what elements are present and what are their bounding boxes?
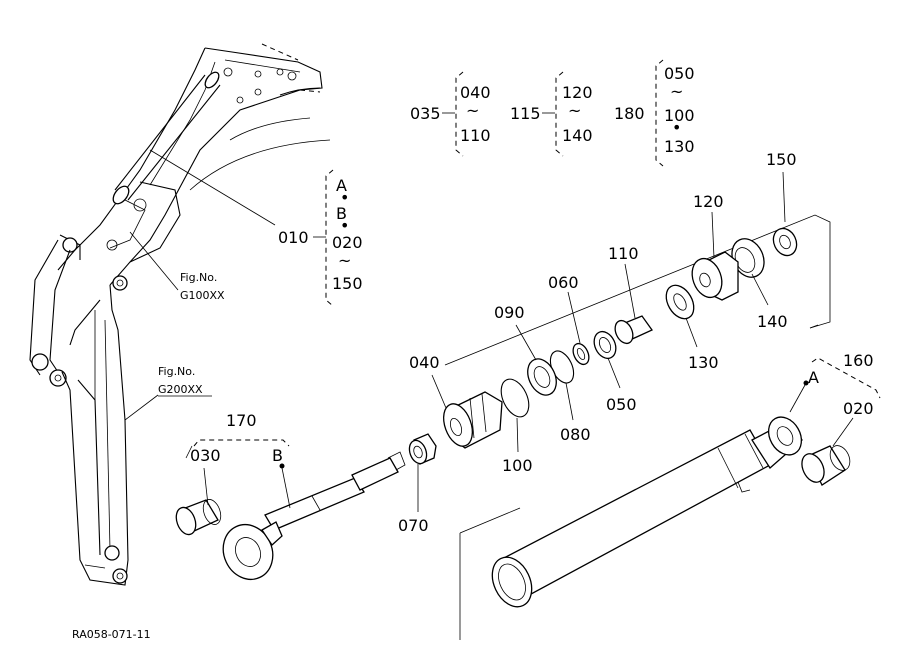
boom-assembly xyxy=(29,43,331,586)
callout-140: 140 xyxy=(757,312,788,331)
fig-ref-1-code: G100XX xyxy=(180,289,225,302)
part-170-piston-rod xyxy=(222,451,406,580)
bracket-115 xyxy=(555,71,564,157)
callout-070: 070 xyxy=(398,516,429,535)
bracket-170 xyxy=(193,439,290,447)
part-160-cylinder-tube xyxy=(491,380,809,608)
part-030-bushing xyxy=(175,467,222,536)
fig-ref-1-label: Fig.No. xyxy=(180,271,217,284)
callout-130: 130 xyxy=(688,353,719,372)
range-010-from: 020 xyxy=(332,233,363,252)
range-035-from: 040 xyxy=(460,83,491,102)
callout-030: 030 xyxy=(190,446,221,465)
range-010-dot1: • xyxy=(340,188,349,207)
part-110-sleeve xyxy=(614,263,653,345)
part-050-ring xyxy=(593,330,621,389)
part-150-nut xyxy=(772,171,798,257)
callout-160: 160 xyxy=(843,351,874,370)
bracket-180 xyxy=(655,59,664,167)
bracket-010 xyxy=(325,169,334,307)
range-010-a: A xyxy=(336,176,347,195)
point-b-label: B xyxy=(272,446,283,465)
callout-150: 150 xyxy=(766,150,797,169)
callout-050: 050 xyxy=(606,395,637,414)
callout-115: 115 xyxy=(510,104,541,123)
part-020-bushing xyxy=(801,417,854,486)
callout-020: 020 xyxy=(843,399,874,418)
range-115-sep: ~ xyxy=(568,101,581,120)
range-180-sep: ~ xyxy=(670,82,683,101)
bracket-160 xyxy=(811,357,881,399)
callout-100: 100 xyxy=(502,456,533,475)
range-180-dot: • xyxy=(672,118,681,137)
part-100-oring xyxy=(500,378,530,453)
part-070-bushing xyxy=(408,433,437,512)
range-035-sep: ~ xyxy=(466,101,479,120)
range-180-extra: 130 xyxy=(664,137,695,156)
callout-090: 090 xyxy=(494,303,525,322)
range-010-to: 150 xyxy=(332,274,363,293)
part-090-ring xyxy=(515,324,557,396)
range-010-dot2: • xyxy=(340,216,349,235)
range-010-sep: ~ xyxy=(338,251,351,270)
callout-180: 180 xyxy=(614,104,645,123)
leader-010 xyxy=(149,149,276,226)
range-035-to: 110 xyxy=(460,126,491,145)
fig-ref-2-label: Fig.No. xyxy=(158,365,195,378)
leader-fig2 xyxy=(124,394,159,421)
range-010-b: B xyxy=(336,204,347,223)
document-code: RA058-071-11 xyxy=(72,628,151,641)
range-180-to: 100 xyxy=(664,106,695,125)
part-130-washer xyxy=(665,284,698,348)
range-115-from: 120 xyxy=(562,83,593,102)
callout-060: 060 xyxy=(548,273,579,292)
fig-ref-2-code: G200XX xyxy=(158,383,203,396)
seal-kit-outline xyxy=(444,214,831,366)
part-040-cylinder-head xyxy=(431,374,503,449)
part-060-ring xyxy=(567,291,590,366)
callout-170: 170 xyxy=(226,411,257,430)
bracket-035 xyxy=(455,71,464,157)
point-a-label: A xyxy=(808,368,819,387)
range-180-from: 050 xyxy=(664,64,695,83)
callout-010: 010 xyxy=(278,228,309,247)
leader-fig1 xyxy=(129,231,179,291)
callout-035: 035 xyxy=(410,104,441,123)
part-120-piston xyxy=(691,211,739,301)
callout-040: 040 xyxy=(409,353,440,372)
callout-110: 110 xyxy=(608,244,639,263)
callout-080: 080 xyxy=(560,425,591,444)
callout-120: 120 xyxy=(693,192,724,211)
range-115-to: 140 xyxy=(562,126,593,145)
